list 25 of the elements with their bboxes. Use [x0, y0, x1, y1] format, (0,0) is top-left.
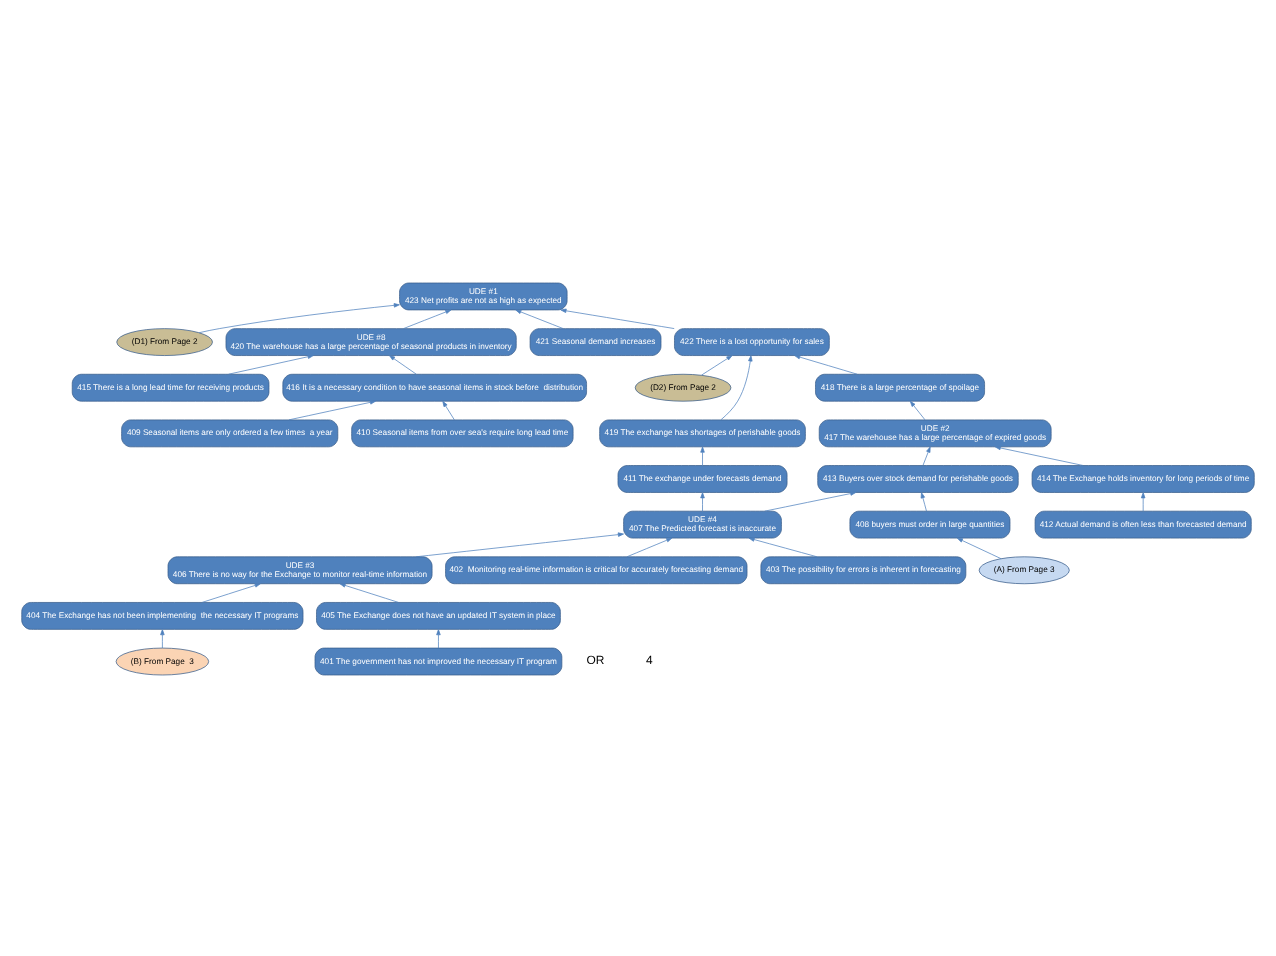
arrow [748, 536, 818, 557]
arrow [700, 491, 705, 511]
arrow [1140, 491, 1146, 511]
arrow [701, 354, 733, 375]
arrow [436, 628, 441, 648]
arrow [700, 445, 705, 465]
arrow [389, 354, 417, 374]
arrow [994, 444, 1084, 465]
arrow [198, 302, 400, 333]
arrow [626, 536, 673, 557]
arrow [201, 582, 261, 602]
arrow [909, 400, 926, 420]
arrow [415, 531, 624, 557]
arrow [920, 491, 927, 511]
arrow [720, 354, 753, 420]
arrow [403, 308, 452, 328]
arrow [339, 582, 399, 602]
arrow [442, 400, 455, 420]
arrow [515, 308, 564, 328]
arrow [794, 353, 858, 374]
arrow [764, 490, 857, 511]
arrow [922, 445, 931, 465]
arrow [160, 628, 165, 648]
arrow [560, 307, 675, 328]
arrow [956, 536, 1002, 558]
